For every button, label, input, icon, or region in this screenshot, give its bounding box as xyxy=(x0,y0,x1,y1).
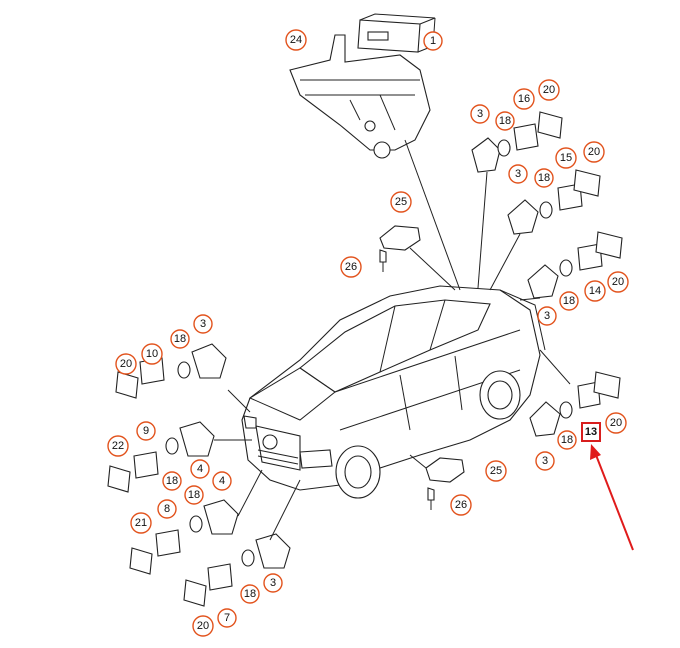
callout-text: 16 xyxy=(518,93,530,105)
callout-3: 3 xyxy=(537,306,557,326)
callout-text: 9 xyxy=(143,425,149,437)
callout-text: 18 xyxy=(538,172,550,184)
callout-text: 4 xyxy=(219,475,225,487)
callout-18: 18 xyxy=(170,329,190,349)
callout-text: 25 xyxy=(490,465,502,477)
callout-text: 18 xyxy=(499,115,511,127)
callout-20: 20 xyxy=(192,615,214,637)
control-unit-bracket xyxy=(289,13,436,159)
callout-3: 3 xyxy=(470,104,490,124)
callout-text: 3 xyxy=(544,310,550,322)
callout-18: 18 xyxy=(495,111,515,131)
callout-text: 3 xyxy=(200,318,206,330)
callout-text: 3 xyxy=(477,108,483,120)
callout-18: 18 xyxy=(557,430,577,450)
callout-text: 18 xyxy=(561,434,573,446)
callout-text: 4 xyxy=(197,463,203,475)
highlighted-callout-13: 13 xyxy=(581,422,601,442)
callout-text: 10 xyxy=(146,348,158,360)
callout-1: 1 xyxy=(423,31,443,51)
callout-10: 10 xyxy=(141,343,163,365)
callout-text: 18 xyxy=(244,588,256,600)
callout-4: 4 xyxy=(212,471,232,491)
callout-text: 18 xyxy=(563,295,575,307)
callout-3: 3 xyxy=(535,451,555,471)
callout-18: 18 xyxy=(240,584,260,604)
leader-lines xyxy=(214,139,571,541)
callout-text: 26 xyxy=(345,261,357,273)
callout-3: 3 xyxy=(193,314,213,334)
callout-text: 25 xyxy=(395,196,407,208)
callout-7: 7 xyxy=(217,608,237,628)
callout-text: 20 xyxy=(610,417,622,429)
sensor-parts xyxy=(107,111,623,607)
callout-24: 24 xyxy=(285,29,307,51)
callout-15: 15 xyxy=(555,147,577,169)
callout-25: 25 xyxy=(485,460,507,482)
car-illustration xyxy=(241,285,546,499)
callout-text: 3 xyxy=(270,577,276,589)
callout-22: 22 xyxy=(107,435,129,457)
callout-text: 18 xyxy=(188,489,200,501)
callout-text: 18 xyxy=(174,333,186,345)
callout-14: 14 xyxy=(584,280,606,302)
highlighted-callout-text: 13 xyxy=(585,426,597,438)
callout-text: 3 xyxy=(542,455,548,467)
callout-text: 20 xyxy=(197,620,209,632)
callout-26: 26 xyxy=(340,256,362,278)
callout-text: 20 xyxy=(543,84,555,96)
callout-text: 15 xyxy=(560,152,572,164)
callout-text: 20 xyxy=(588,146,600,158)
callout-20: 20 xyxy=(115,353,137,375)
callout-text: 20 xyxy=(120,358,132,370)
callout-3: 3 xyxy=(508,164,528,184)
callout-20: 20 xyxy=(605,412,627,434)
callout-text: 18 xyxy=(166,475,178,487)
callout-20: 20 xyxy=(538,79,560,101)
callout-text: 20 xyxy=(612,276,624,288)
callout-25: 25 xyxy=(390,191,412,213)
callout-18: 18 xyxy=(162,471,182,491)
callout-text: 8 xyxy=(164,503,170,515)
callout-21: 21 xyxy=(130,512,152,534)
callout-labels: 24 1 3 18 16 20 3 18 15 20 25 26 3 18 14… xyxy=(107,29,629,637)
callout-text: 14 xyxy=(589,285,601,297)
callout-18: 18 xyxy=(559,291,579,311)
callout-20: 20 xyxy=(583,141,605,163)
callout-26: 26 xyxy=(450,494,472,516)
callout-text: 21 xyxy=(135,517,147,529)
callout-8: 8 xyxy=(157,499,177,519)
callout-9: 9 xyxy=(136,421,156,441)
callout-18: 18 xyxy=(534,168,554,188)
callout-16: 16 xyxy=(513,88,535,110)
callout-3: 3 xyxy=(263,573,283,593)
callout-text: 24 xyxy=(290,34,302,46)
red-pointer-arrow xyxy=(590,444,634,551)
callout-4: 4 xyxy=(190,459,210,479)
callout-20: 20 xyxy=(607,271,629,293)
callout-text: 22 xyxy=(112,440,124,452)
callout-text: 3 xyxy=(515,168,521,180)
callout-text: 7 xyxy=(224,612,230,624)
callout-text: 26 xyxy=(455,499,467,511)
callout-text: 1 xyxy=(430,35,436,47)
callout-18: 18 xyxy=(184,485,204,505)
